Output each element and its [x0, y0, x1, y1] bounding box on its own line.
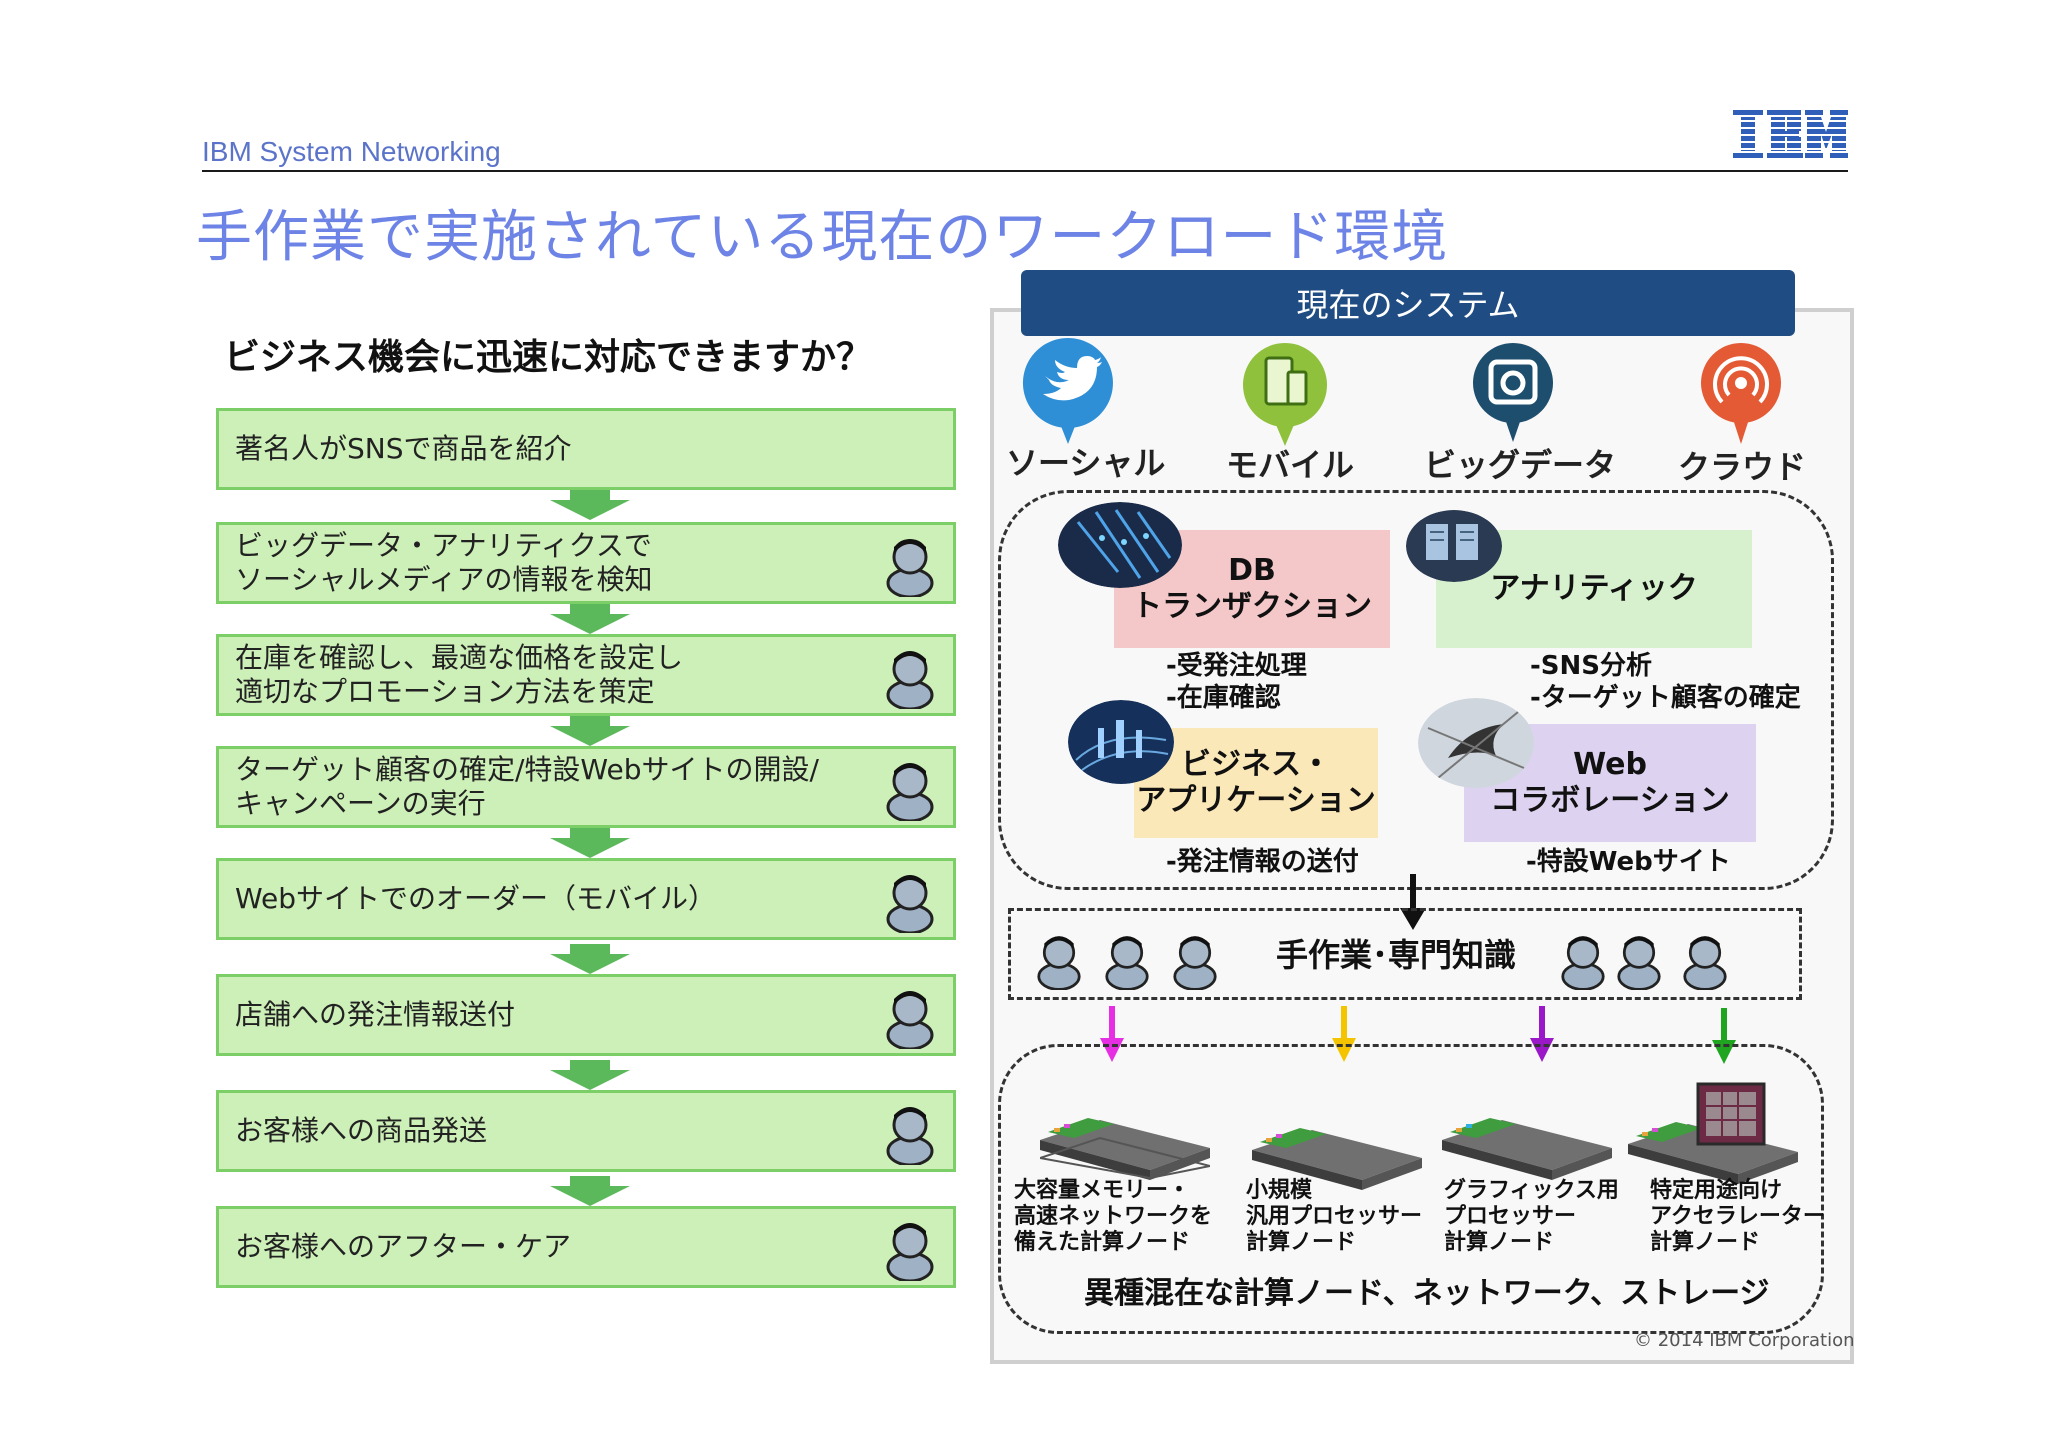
question-heading: ビジネス機会に迅速に対応できますか？: [224, 328, 872, 380]
person-icon: [885, 869, 935, 933]
flow-arrow-icon: [550, 604, 630, 634]
step-text: 在庫を確認し、最適な価格を設定し 適切なプロモーション方法を策定: [235, 637, 683, 713]
person-icon: [885, 985, 935, 1049]
chip-icon: [1696, 1082, 1766, 1146]
channel-label-bigdata: ビッグデータ: [1424, 440, 1616, 486]
collaboration-photo-icon: [1418, 698, 1534, 788]
header-divider: [202, 170, 1848, 172]
camera-icon: [1466, 340, 1560, 450]
city-photo-icon: [1068, 700, 1174, 784]
node-label-general: 小規模 汎用プロセッサー 計算ノード: [1246, 1178, 1422, 1256]
page-title: 手作業で実施されている現在のワークロード環境: [196, 192, 1448, 273]
twitter-bird-icon: [1021, 336, 1115, 446]
step-box: お客様へのアフター・ケア: [216, 1206, 956, 1288]
node-label-accelerator: 特定用途向け アクセラレーター 計算ノード: [1650, 1178, 1825, 1256]
server-node-icon: [1442, 1100, 1612, 1180]
brand-label: IBM System Networking: [202, 136, 501, 168]
person-icon: [885, 533, 935, 597]
copyright: © 2014 IBM Corporation: [1634, 1330, 1855, 1351]
manual-work-label: 手作業･専門知識: [1276, 930, 1516, 976]
step-box: ターゲット顧客の確定/特設Webサイトの開設/ キャンペーンの実行: [216, 746, 956, 828]
person-icon: [885, 1217, 935, 1281]
datacenter-photo-icon: [1058, 502, 1182, 588]
node-label-graphics: グラフィックス用 プロセッサー 計算ノード: [1444, 1178, 1619, 1256]
step-box: 在庫を確認し、最適な価格を設定し 適切なプロモーション方法を策定: [216, 634, 956, 716]
flow-arrow-icon: [550, 1176, 630, 1206]
step-text: 著名人がSNSで商品を紹介: [235, 411, 572, 487]
step-box: お客様への商品発送: [216, 1090, 956, 1172]
xray-photo-icon: [1406, 510, 1502, 582]
person-icon: [885, 757, 935, 821]
person-icon: [1560, 930, 1606, 990]
panel-header: 現在のシステム: [1021, 270, 1795, 336]
workload-web-sub: -特設Webサイト: [1526, 846, 1731, 878]
person-icon: [885, 1101, 935, 1165]
step-text: お客様へのアフター・ケア: [235, 1209, 571, 1285]
channel-label-social: ソーシャル: [1006, 438, 1165, 484]
step-text: ビッグデータ・アナリティクスで ソーシャルメディアの情報を検知: [235, 525, 652, 601]
step-text: お客様への商品発送: [235, 1093, 487, 1169]
channel-label-cloud: クラウド: [1678, 442, 1806, 488]
broadcast-icon: [1694, 340, 1788, 450]
person-icon: [1036, 930, 1082, 990]
person-icon: [1682, 930, 1728, 990]
flow-arrow-icon: [550, 1060, 630, 1090]
step-box: 店舗への発注情報送付: [216, 974, 956, 1056]
person-icon: [1104, 930, 1150, 990]
ibm-logo: [1733, 110, 1848, 158]
workload-analytics-sub: -SNS分析 -ターゲット顧客の確定: [1530, 650, 1801, 714]
channel-label-mobile: モバイル: [1226, 440, 1354, 486]
person-icon: [885, 645, 935, 709]
person-icon: [1616, 930, 1662, 990]
workload-db-sub: -受発注処理 -在庫確認: [1166, 650, 1307, 714]
infrastructure-caption: 異種混在な計算ノード、ネットワーク、ストレージ: [1084, 1268, 1770, 1312]
person-icon: [1172, 930, 1218, 990]
workload-business-sub: -発注情報の送付: [1166, 846, 1359, 878]
flow-arrow-icon: [550, 716, 630, 746]
flow-arrow-icon: [550, 490, 630, 520]
step-box: ビッグデータ・アナリティクスで ソーシャルメディアの情報を検知: [216, 522, 956, 604]
flow-arrow-icon: [550, 828, 630, 858]
step-text: Webサイトでのオーダー（モバイル）: [235, 861, 716, 937]
server-node-icon: [1040, 1100, 1210, 1180]
step-text: ターゲット顧客の確定/特設Webサイトの開設/ キャンペーンの実行: [235, 749, 819, 825]
step-box: Webサイトでのオーダー（モバイル）: [216, 858, 956, 940]
node-label-memory: 大容量メモリー・ 高速ネットワークを 備えた計算ノード: [1014, 1178, 1212, 1256]
step-text: 店舗への発注情報送付: [235, 977, 515, 1053]
mobile-phone-icon: [1238, 340, 1332, 450]
step-box: 著名人がSNSで商品を紹介: [216, 408, 956, 490]
flow-arrow-icon: [550, 944, 630, 974]
